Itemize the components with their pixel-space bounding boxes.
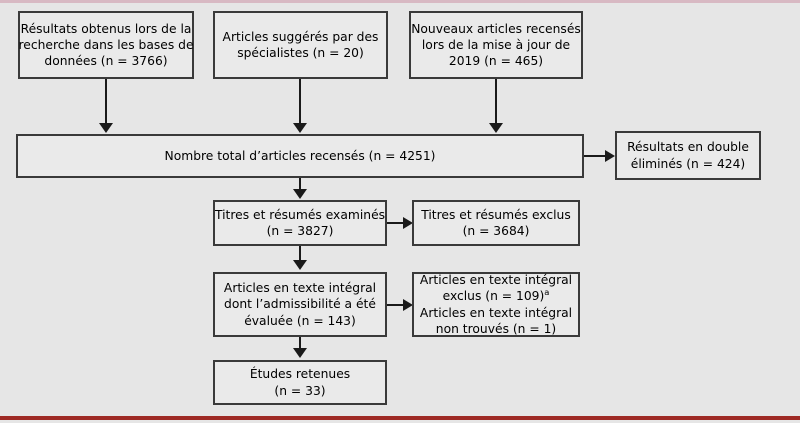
node-fulltext-excluded: Articles en texte intégral exclus (n = 1… <box>412 272 580 337</box>
connector-total-to-duplicates <box>584 155 606 157</box>
node-line: Articles en texte intégral <box>223 281 377 296</box>
node-line: évaluée (n = 143) <box>244 313 356 328</box>
connector-database-to-total <box>105 79 107 124</box>
node-duplicates-removed: Résultats en double éliminés (n = 424) <box>615 131 761 180</box>
arrowhead-fulltext-to-included <box>293 348 307 358</box>
node-total-records: Nombre total d’articles recensés (n = 42… <box>16 134 584 178</box>
node-line: Articles suggérés par des <box>222 29 379 44</box>
node-line: (n = 3827) <box>266 224 334 238</box>
node-line-with-footnote: exclus (n = 109)a <box>443 288 550 304</box>
node-line: 2019 (n = 465) <box>448 54 544 69</box>
node-titles-excluded: Titres et résumés exclus (n = 3684) <box>412 200 580 246</box>
node-line: Titres et résumés exclus <box>421 207 571 222</box>
node-titles-screened: Titres et résumés examinés (n = 3827) <box>213 200 387 246</box>
node-line: spécialistes (n = 20) <box>237 46 364 60</box>
node-studies-included: Études retenues (n = 33) <box>213 360 387 405</box>
arrowhead-experts-to-total <box>293 123 307 133</box>
node-line: non trouvés (n = 1) <box>435 321 557 336</box>
connector-total-to-screened <box>299 178 301 190</box>
arrowhead-screened-to-excluded <box>403 217 413 229</box>
arrowhead-total-to-duplicates <box>605 150 615 162</box>
node-line: Études retenues <box>249 367 351 382</box>
arrowhead-fulltext-to-excluded <box>403 299 413 311</box>
node-line: Articles en texte intégral <box>419 305 573 320</box>
node-line: (n = 3684) <box>462 224 530 238</box>
connector-screened-to-excluded <box>387 222 404 224</box>
node-line: données (n = 3766) <box>44 54 168 69</box>
bottom-accent-rule <box>0 416 800 420</box>
connector-screened-to-fulltext <box>299 246 301 261</box>
node-update-2019: Nouveaux articles recensés lors de la mi… <box>409 11 583 79</box>
node-line: Titres et résumés examinés <box>214 207 386 222</box>
node-expert-suggested: Articles suggérés par des spécialistes (… <box>213 11 388 79</box>
node-line: lors de la mise à jour de <box>421 37 571 52</box>
node-line: Nombre total d’articles recensés (n = 42… <box>164 148 436 163</box>
node-line: Résultats obtenus lors de la <box>20 21 192 36</box>
connector-fulltext-to-excluded <box>387 304 404 306</box>
connector-experts-to-total <box>299 79 301 124</box>
arrowhead-total-to-screened <box>293 189 307 199</box>
connector-update-to-total <box>495 79 497 124</box>
node-line: dont l’admissibilité a été <box>224 297 376 312</box>
node-line: recherche dans les bases de <box>18 37 194 52</box>
node-line: Articles en texte intégral <box>419 273 573 288</box>
node-fulltext-assessed: Articles en texte intégral dont l’admiss… <box>213 272 387 337</box>
arrowhead-screened-to-fulltext <box>293 260 307 270</box>
node-line: Résultats en double <box>627 140 749 155</box>
node-line: Nouveaux articles recensés <box>411 21 581 36</box>
node-line: éliminés (n = 424) <box>630 156 746 171</box>
node-line-text: exclus (n = 109) <box>442 289 545 304</box>
footnote-marker: a <box>544 287 550 298</box>
arrowhead-update-to-total <box>489 123 503 133</box>
node-database-search: Résultats obtenus lors de la recherche d… <box>18 11 194 79</box>
top-accent-rule <box>0 0 800 3</box>
arrowhead-database-to-total <box>99 123 113 133</box>
node-line: (n = 33) <box>274 383 326 398</box>
connector-fulltext-to-included <box>299 337 301 349</box>
